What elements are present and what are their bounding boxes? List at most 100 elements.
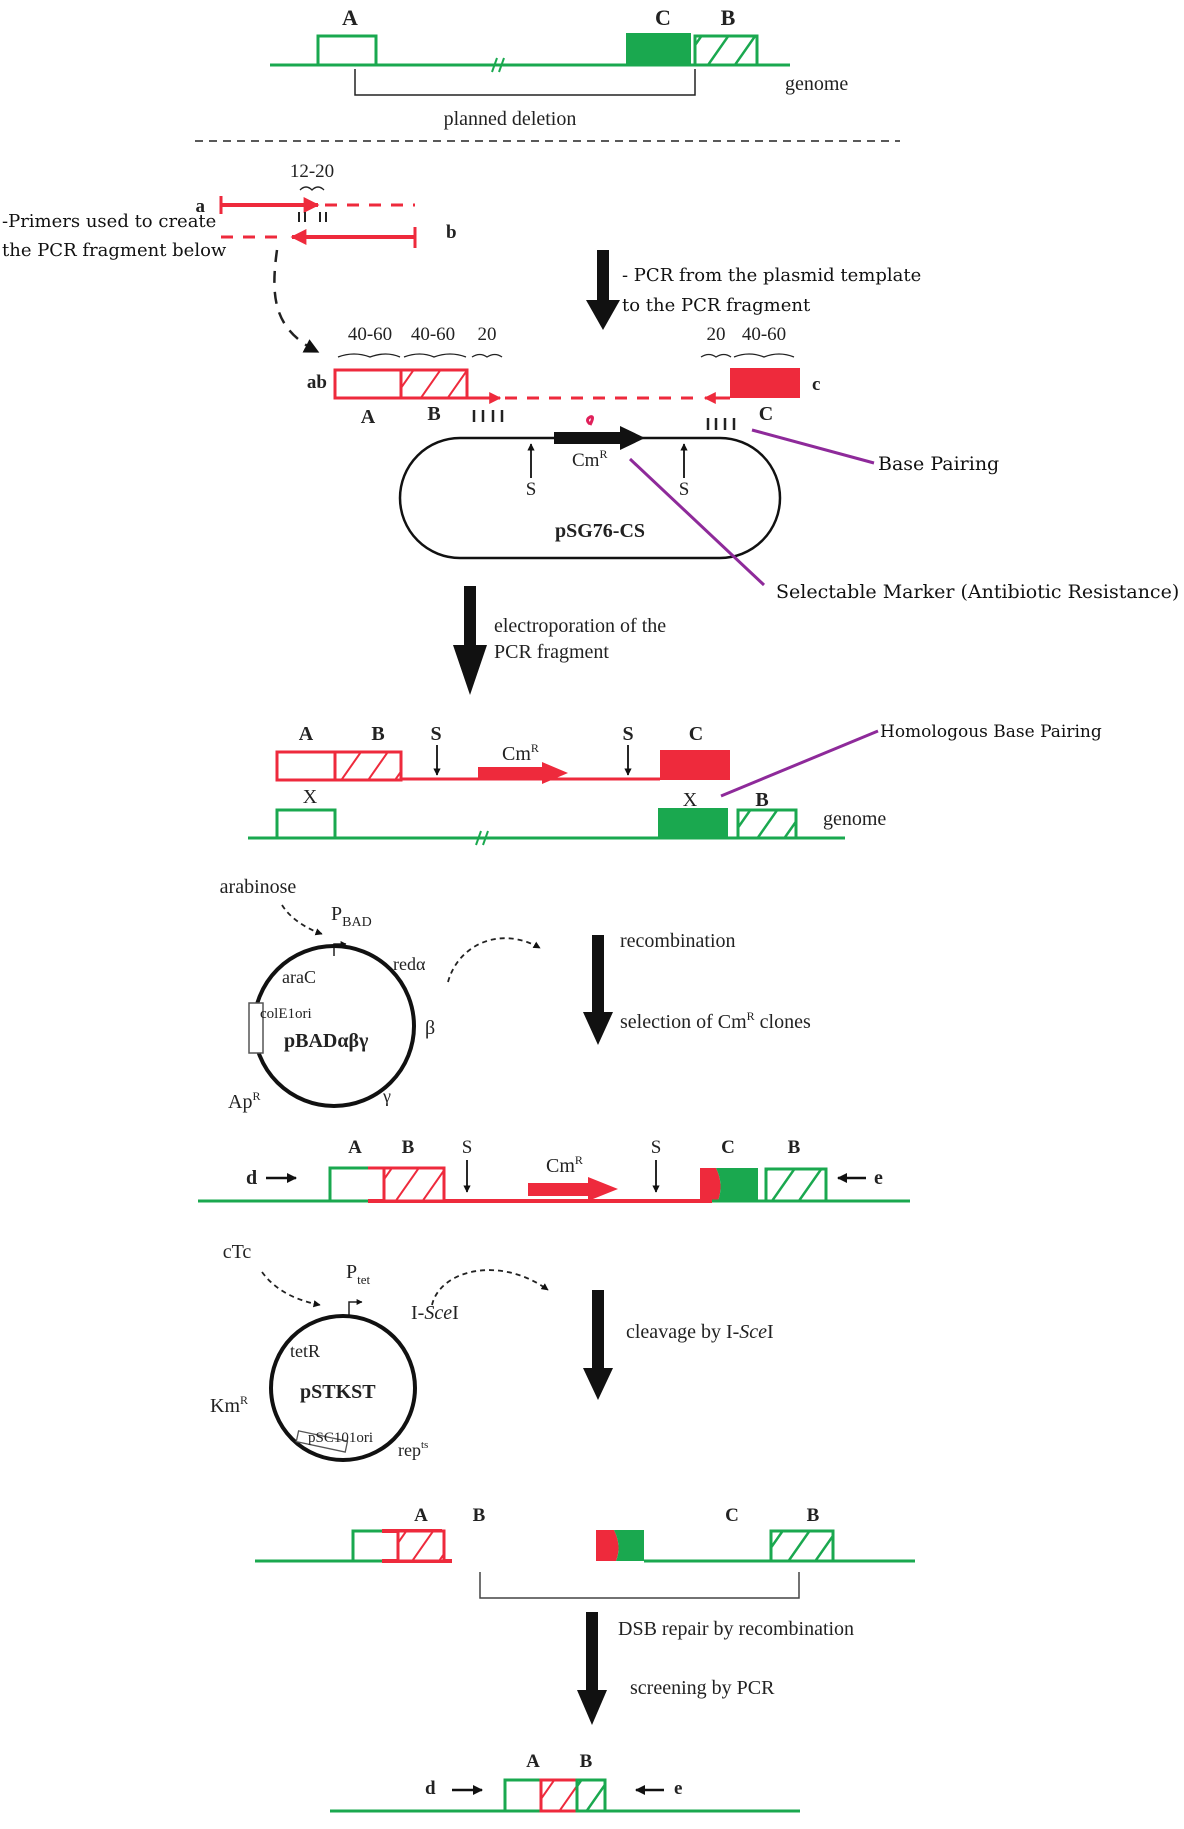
pairing-ticks-right: [706, 418, 736, 430]
label-b-right: B: [807, 1505, 820, 1526]
genome-region-a: [275, 808, 337, 840]
label-b: B: [721, 5, 736, 30]
electroporation-step: electroporation of the PCR fragment: [453, 586, 666, 695]
pairing-ticks-left: [472, 410, 504, 422]
deletion-bracket: [479, 1572, 800, 1599]
region-b-green: [769, 1529, 835, 1563]
fragment-region-b: [399, 368, 469, 400]
ab-label: ab: [307, 372, 327, 393]
cmr-arrow-icon: [620, 426, 645, 450]
homologous-line: [720, 729, 879, 798]
crossover-x-right: X: [683, 789, 698, 811]
fragment-region-c: [730, 368, 800, 398]
cmr-label: CmR: [546, 1153, 583, 1177]
label-s-left: S: [430, 723, 441, 745]
selectable-marker-line: [628, 457, 766, 587]
apr-label: ApR: [228, 1089, 260, 1113]
plasmid-name: pSG76-CS: [555, 520, 645, 542]
planned-deletion-label: planned deletion: [444, 108, 577, 130]
final-region-hybrid-red: [539, 1778, 579, 1813]
label-a: A: [299, 723, 314, 745]
stage-final: d A B e: [330, 1751, 800, 1813]
ctc-label: cTc: [223, 1241, 252, 1263]
fragment-label-a: A: [361, 406, 376, 428]
primer-d-label: d: [246, 1167, 257, 1189]
helper-plasmid-pstkst: cTc Ptet I-SceI tetR pSTKST KmR pSC101or…: [210, 1241, 549, 1462]
primers-note-line2: the PCR fragment below: [2, 240, 227, 261]
cleavage-step: cleavage by I-SceI: [583, 1290, 774, 1400]
crossover-x-left: X: [303, 786, 318, 808]
cassette-region-b: [382, 1166, 446, 1203]
size-label-20-left: 20: [478, 324, 497, 345]
label-b: B: [371, 723, 384, 745]
pbad-promoter-label: PBAD: [331, 903, 372, 930]
primer-a-label: a: [196, 196, 206, 217]
pcr-note-line2: to the PCR fragment: [622, 295, 811, 316]
size-braces-left: [337, 353, 503, 358]
label-c: C: [725, 1505, 739, 1526]
cmr-gene-bar: [478, 767, 546, 779]
overlap-brace: [299, 186, 325, 191]
down-arrow-icon: [586, 300, 620, 330]
pairing-ticks: [298, 212, 327, 222]
dsb-repair-label: DSB repair by recombination: [618, 1618, 854, 1640]
down-arrow-icon: [453, 645, 487, 695]
selection-label: selection of CmR clones: [620, 1009, 811, 1033]
deletion-bracket: [354, 69, 696, 96]
colE1ori-label: colE1ori: [260, 1006, 312, 1022]
genome-region-b: [736, 808, 798, 840]
recombination-label: recombination: [620, 930, 736, 952]
down-arrow-icon: [577, 1690, 607, 1725]
arac-label: araC: [282, 967, 316, 987]
base-pairing-label: Base Pairing: [878, 453, 999, 475]
screening-label: screening by PCR: [630, 1677, 775, 1699]
label-b: B: [402, 1137, 415, 1158]
electroporation-line2: PCR fragment: [494, 641, 609, 663]
label-c: C: [721, 1137, 735, 1158]
final-region-b: [575, 1778, 607, 1813]
label-b-genome: B: [755, 789, 768, 811]
cmr-gene-bar: [528, 1183, 592, 1196]
expression-arrow: [431, 1269, 549, 1306]
fragment-label-b: B: [427, 403, 440, 425]
primer-e-label: e: [674, 1778, 682, 1799]
genome-region-c: [716, 1168, 758, 1201]
cmr-label: CmR: [502, 741, 539, 765]
tetr-label: tetR: [290, 1341, 320, 1361]
cassette-region-c: [700, 1168, 721, 1201]
cmr-arrow-icon: [588, 1177, 618, 1201]
dsb-repair-step: DSB repair by recombination screening by…: [577, 1612, 854, 1725]
recombination-step: recombination selection of CmR clones: [583, 930, 811, 1045]
primer-to-fragment-arrow: [273, 249, 320, 354]
pSC101ori-label: pSC101ori: [308, 1430, 373, 1446]
label-c: C: [655, 5, 671, 30]
break-mark: [475, 830, 489, 846]
genome-region-b: [764, 1167, 828, 1203]
frag-region-b: [333, 750, 403, 782]
genome-label: genome: [823, 808, 886, 830]
label-a: A: [348, 1137, 362, 1158]
region-c-red: [578, 1530, 619, 1561]
i-scei-label: I-SceI: [411, 1302, 459, 1324]
primer-d-label: d: [425, 1778, 436, 1799]
label-b: B: [580, 1751, 593, 1772]
stage-integrated: d A B S S C B CmR e: [198, 1137, 910, 1203]
label-a: A: [414, 1505, 428, 1526]
label-c: C: [689, 723, 703, 745]
kmr-label: KmR: [210, 1393, 248, 1417]
plasmid-name: pBADαβγ: [284, 1030, 369, 1052]
annotations: Base Pairing Selectable Marker (Antibiot…: [628, 428, 1179, 798]
region-c-green: [614, 1530, 644, 1561]
gamma-label: γ: [382, 1086, 391, 1106]
primer-b-label: b: [446, 222, 457, 243]
site-s-left: S: [526, 479, 537, 500]
label-b: B: [473, 1505, 486, 1526]
label-s-left: S: [462, 1137, 473, 1158]
promoter-arrow-icon: [348, 1299, 363, 1316]
red-alpha-label: redα: [393, 954, 426, 974]
size-label-a: 40-60: [348, 324, 392, 345]
plasmid-circle: [269, 1314, 417, 1462]
electroporation-line1: electroporation of the: [494, 615, 666, 637]
site-s-right: S: [679, 479, 690, 500]
stage-genome-original: A C B genome planned deletion: [270, 5, 848, 130]
